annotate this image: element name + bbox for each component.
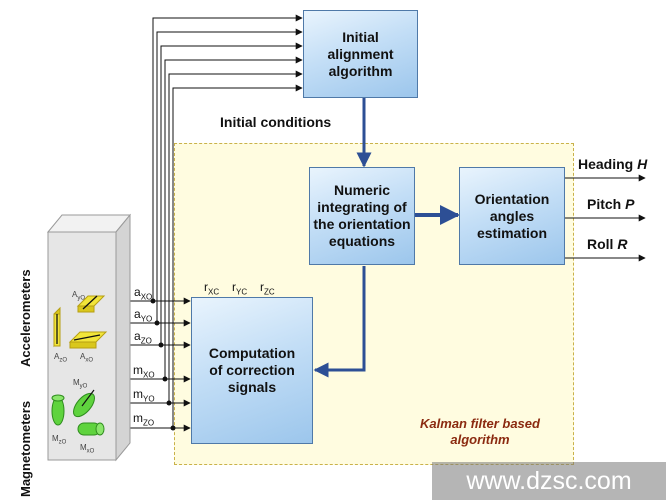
correction-signals-label: Computation of correction signals xyxy=(208,345,296,395)
roll-output: Roll R xyxy=(587,236,628,252)
sensor-label-myo: MyO xyxy=(73,378,88,390)
sensor-label-mxo: MxO xyxy=(80,443,95,455)
bus-line-1 xyxy=(152,14,303,301)
initial-conditions-label: Initial conditions xyxy=(220,114,332,130)
magnetometer-y-cylinder xyxy=(73,392,95,418)
correction-label-rxc: rXC xyxy=(204,280,220,297)
signal-label-axo: aXO xyxy=(134,285,153,302)
numeric-integrating-label: Numeric integrating of the orientation e… xyxy=(313,182,411,249)
kalman-filter-label: Kalman filter based algorithm xyxy=(420,416,540,447)
correction-label-rzc: rZC xyxy=(260,280,275,297)
signal-label-myo: mYO xyxy=(133,387,155,404)
bus-line-3 xyxy=(160,42,303,345)
sensor-label-mzo: MzO xyxy=(52,434,67,446)
orientation-estimation-label: Orientation angles estimation xyxy=(474,190,550,241)
correction-signals-block: Computation of correction signals xyxy=(191,297,313,444)
numeric-integrating-block: Numeric integrating of the orientation e… xyxy=(309,167,415,265)
sensor-label-axo: AxO xyxy=(80,352,94,364)
sensor-label-ayo: AyO xyxy=(72,290,86,302)
magnetometers-label: Magnetometers xyxy=(18,400,33,497)
correction-label-ryc: rYC xyxy=(232,280,248,297)
signal-label-mxo: mXO xyxy=(133,363,155,380)
heading-output: Heading H xyxy=(578,156,648,172)
pitch-output: Pitch P xyxy=(587,196,635,212)
signal-label-ayo: aYO xyxy=(134,307,153,324)
bus-line-4 xyxy=(164,56,303,379)
bus-line-6 xyxy=(172,84,303,428)
orientation-estimation-block: Orientation angles estimation xyxy=(459,167,565,265)
correction-feedback-arrow xyxy=(313,266,366,378)
bus-line-2 xyxy=(156,28,303,323)
initial-alignment-label: Initial alignment algorithm xyxy=(327,28,394,79)
signal-label-azo: aZO xyxy=(134,329,152,346)
initial-alignment-block: Initial alignment algorithm xyxy=(303,10,418,98)
bus-line-5 xyxy=(168,70,303,403)
accelerometers-label: Accelerometers xyxy=(18,269,33,367)
watermark: www.dzsc.com xyxy=(432,462,666,500)
sensor-label-azo: AzO xyxy=(54,352,68,364)
signal-label-mzo: mZO xyxy=(133,411,155,428)
sensor-box-side xyxy=(115,213,131,462)
